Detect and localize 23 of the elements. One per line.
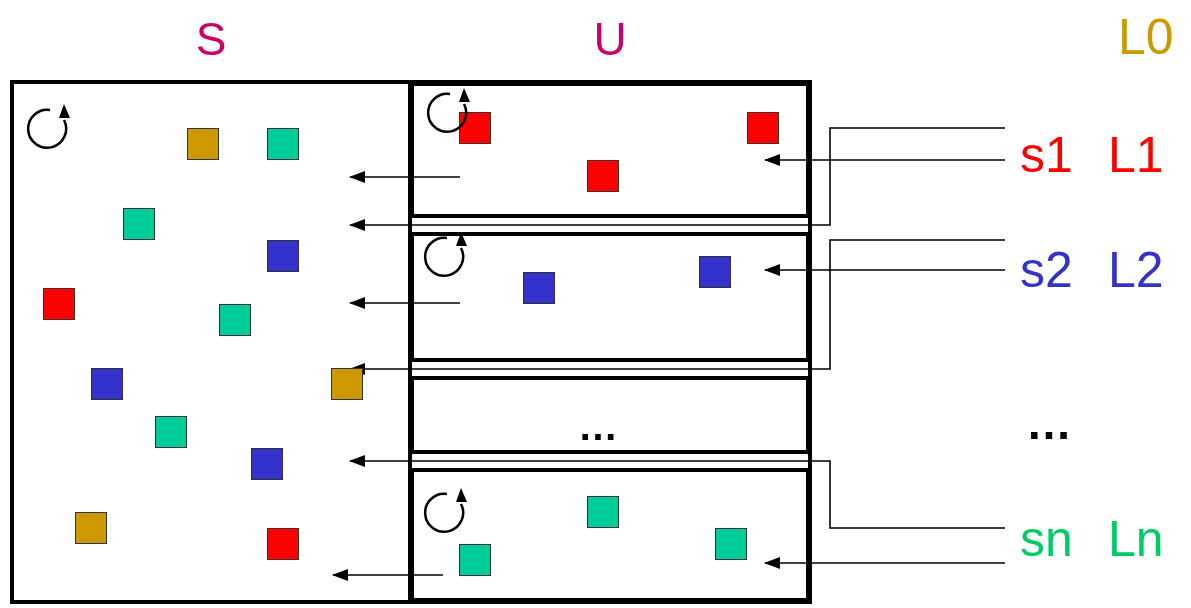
subset-box [410, 468, 810, 602]
set-label: L1 [1108, 130, 1164, 180]
set-label: Ln [1108, 514, 1164, 564]
set-label: s1 [1020, 130, 1073, 180]
arrow [349, 127, 1006, 231]
arrow [764, 154, 1006, 166]
ellipsis: … [578, 406, 618, 446]
set-title: U [592, 16, 628, 62]
level-label: L0 [1118, 12, 1174, 62]
arrow [349, 455, 1006, 529]
subset-box [410, 232, 810, 362]
arrow [349, 297, 461, 309]
set-label: L2 [1108, 245, 1164, 295]
set-label: s2 [1020, 245, 1073, 295]
subset-box [410, 82, 810, 218]
arrow [764, 557, 1006, 569]
subset-box [410, 376, 810, 454]
set-title: S [194, 16, 228, 62]
arrow [332, 569, 444, 581]
arrow [349, 171, 461, 183]
ellipsis: … [1026, 400, 1072, 446]
set-label: sn [1020, 514, 1073, 564]
arrow [764, 264, 1006, 276]
